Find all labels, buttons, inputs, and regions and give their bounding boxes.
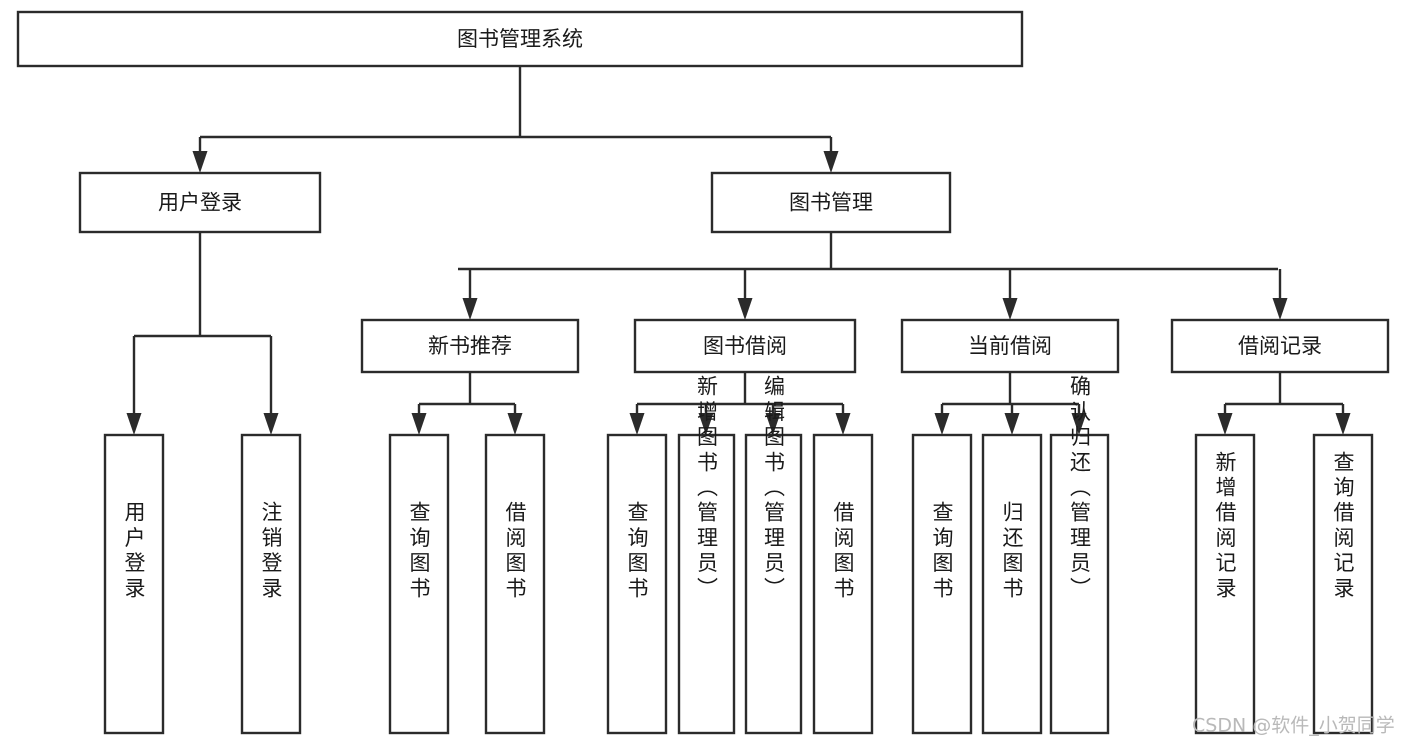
node-box-root xyxy=(16,10,1024,68)
arrow-layer xyxy=(126,151,1351,435)
node-label-leaf-query-book-2: 查询图书 xyxy=(625,501,649,602)
node-box-leaf-borrow-book-1 xyxy=(484,433,546,735)
arrow-to-borrow-record-head xyxy=(1272,298,1288,320)
arrow-to-leaf-add-book-admin-head xyxy=(698,413,714,435)
node-box-book-borrow xyxy=(633,318,857,374)
node-box-leaf-query-book-2 xyxy=(606,433,668,735)
arrow-to-new-book-rec-head xyxy=(462,298,478,320)
node-box-leaf-user-login xyxy=(103,433,165,735)
arrow-to-leaf-return-book-head xyxy=(1004,413,1020,435)
node-borrow-record[interactable]: 借阅记录 xyxy=(1170,318,1390,374)
node-leaf-confirm-return-admin[interactable]: 确认归还（管理员） xyxy=(1049,375,1110,735)
arrow-to-user-login-head xyxy=(192,151,208,173)
arrow-to-book-manage-head xyxy=(823,151,839,173)
node-current-borrow[interactable]: 当前借阅 xyxy=(900,318,1120,374)
csdn-watermark: CSDN @软件_小贺同学 xyxy=(1192,715,1395,737)
node-box-leaf-add-borrow-record xyxy=(1194,433,1256,735)
arrow-to-leaf-query-book-2-head xyxy=(629,413,645,435)
node-box-user-login xyxy=(78,171,322,234)
arrow-to-leaf-query-book-1-head xyxy=(411,413,427,435)
node-box-new-book-rec xyxy=(360,318,580,374)
node-label-leaf-query-borrow-record: 查询借阅记录 xyxy=(1331,451,1355,602)
node-leaf-query-book-2[interactable]: 查询图书 xyxy=(606,433,668,735)
node-label-book-borrow: 图书借阅 xyxy=(703,334,787,358)
arrow-to-leaf-confirm-return-admin-head xyxy=(1071,413,1087,435)
arrow-to-leaf-edit-book-admin-head xyxy=(765,413,781,435)
arrow-to-leaf-query-borrow-record-head xyxy=(1335,413,1351,435)
node-label-leaf-query-book-3: 查询图书 xyxy=(930,501,954,602)
node-box-leaf-borrow-book-2 xyxy=(812,433,874,735)
node-leaf-return-book[interactable]: 归还图书 xyxy=(981,433,1043,735)
node-leaf-add-book-admin[interactable]: 新增图书（管理员） xyxy=(677,375,736,735)
node-label-user-login: 用户登录 xyxy=(158,191,242,215)
arrow-to-leaf-borrow-book-2-head xyxy=(835,413,851,435)
node-root[interactable]: 图书管理系统 xyxy=(16,10,1024,68)
node-leaf-borrow-book-2[interactable]: 借阅图书 xyxy=(812,433,874,735)
arrow-to-leaf-add-borrow-record-head xyxy=(1217,413,1233,435)
node-leaf-logout[interactable]: 注销登录 xyxy=(240,433,302,735)
node-leaf-query-borrow-record[interactable]: 查询借阅记录 xyxy=(1312,433,1374,735)
node-box-leaf-query-book-3 xyxy=(911,433,973,735)
node-box-leaf-confirm-return-admin xyxy=(1049,433,1110,735)
arrow-to-leaf-logout-head xyxy=(263,413,279,435)
node-label-leaf-borrow-book-1: 借阅图书 xyxy=(503,501,527,602)
node-leaf-user-login[interactable]: 用户登录 xyxy=(103,433,165,735)
node-box-leaf-query-book-1 xyxy=(388,433,450,735)
node-label-leaf-logout: 注销登录 xyxy=(259,501,283,602)
node-box-borrow-record xyxy=(1170,318,1390,374)
node-label-leaf-user-login: 用户登录 xyxy=(122,501,146,602)
node-box-leaf-query-borrow-record xyxy=(1312,433,1374,735)
node-box-leaf-add-book-admin xyxy=(677,433,736,735)
arrow-to-book-borrow-head xyxy=(737,298,753,320)
node-label-leaf-return-book: 归还图书 xyxy=(1000,501,1024,602)
arrow-to-current-borrow-head xyxy=(1002,298,1018,320)
node-box-leaf-logout xyxy=(240,433,302,735)
node-book-manage[interactable]: 图书管理 xyxy=(710,171,952,234)
node-new-book-rec[interactable]: 新书推荐 xyxy=(360,318,580,374)
node-label-leaf-add-borrow-record: 新增借阅记录 xyxy=(1213,451,1237,602)
node-label-leaf-borrow-book-2: 借阅图书 xyxy=(831,501,855,602)
node-box-book-manage xyxy=(710,171,952,234)
node-label-leaf-confirm-return-admin: 确认归还（管理员） xyxy=(1068,375,1092,602)
arrow-to-leaf-user-login-head xyxy=(126,413,142,435)
node-box-current-borrow xyxy=(900,318,1120,374)
node-label-root: 图书管理系统 xyxy=(457,27,583,51)
node-label-leaf-edit-book-admin: 编辑图书（管理员） xyxy=(762,375,786,602)
node-box-leaf-edit-book-admin xyxy=(744,433,803,735)
node-user-login[interactable]: 用户登录 xyxy=(78,171,322,234)
node-layer: 图书管理系统用户登录图书管理新书推荐图书借阅当前借阅借阅记录用户登录注销登录查询… xyxy=(16,10,1390,735)
node-leaf-edit-book-admin[interactable]: 编辑图书（管理员） xyxy=(744,375,803,735)
arrow-to-leaf-borrow-book-1-head xyxy=(507,413,523,435)
node-book-borrow[interactable]: 图书借阅 xyxy=(633,318,857,374)
node-label-book-manage: 图书管理 xyxy=(789,191,873,215)
node-label-current-borrow: 当前借阅 xyxy=(968,334,1052,358)
node-box-leaf-return-book xyxy=(981,433,1043,735)
node-leaf-borrow-book-1[interactable]: 借阅图书 xyxy=(484,433,546,735)
node-label-leaf-add-book-admin: 新增图书（管理员） xyxy=(695,375,719,602)
node-label-borrow-record: 借阅记录 xyxy=(1238,334,1322,358)
node-label-leaf-query-book-1: 查询图书 xyxy=(407,501,431,602)
node-leaf-add-borrow-record[interactable]: 新增借阅记录 xyxy=(1194,433,1256,735)
node-leaf-query-book-3[interactable]: 查询图书 xyxy=(911,433,973,735)
node-label-new-book-rec: 新书推荐 xyxy=(428,334,512,358)
node-leaf-query-book-1[interactable]: 查询图书 xyxy=(388,433,450,735)
arrow-to-leaf-query-book-3-head xyxy=(934,413,950,435)
